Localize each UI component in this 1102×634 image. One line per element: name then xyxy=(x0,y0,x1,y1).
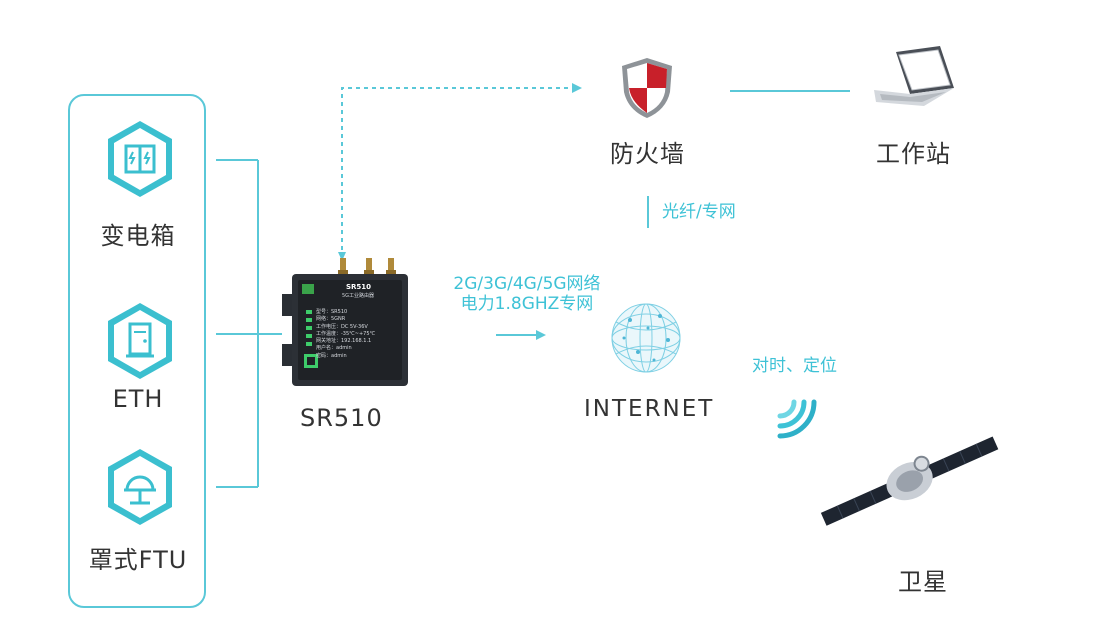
firewall-label: 防火墙 xyxy=(610,140,685,168)
dome-ftu-icon xyxy=(104,446,176,528)
internet-label: INTERNET xyxy=(584,396,715,422)
dotted-arrow-down xyxy=(338,252,346,261)
network-label: 2G/3G/4G/5G网络 电力1.8GHZ专网 xyxy=(432,274,622,314)
firewall-shield-icon xyxy=(620,56,674,120)
globe-icon xyxy=(608,300,684,376)
wireless-signal-icon xyxy=(770,392,822,444)
router-spec-line: 型号：SR510 xyxy=(316,309,348,315)
satellite-label: 卫星 xyxy=(898,568,948,596)
electric-cabinet-icon xyxy=(104,118,176,200)
fiber-label: 光纤/专网 xyxy=(662,202,736,222)
router-panel-subtitle: 5G工业路由器 xyxy=(342,293,375,299)
network-label-line2: 电力1.8GHZ专网 xyxy=(460,294,594,314)
device-label-ftu: 罩式FTU xyxy=(88,546,188,574)
device-label-cabinet: 变电箱 xyxy=(100,222,176,250)
router-spec-line: 工作温度：-35℃~+75℃ xyxy=(316,330,376,337)
timing-label: 对时、定位 xyxy=(752,356,837,376)
satellite-icon xyxy=(812,430,1008,534)
network-label-line1: 2G/3G/4G/5G网络 xyxy=(453,274,601,294)
door-cabinet-icon xyxy=(104,300,176,382)
device-label-eth: ETH xyxy=(112,385,164,413)
laptop-icon xyxy=(870,44,958,114)
workstation-label: 工作站 xyxy=(876,140,951,168)
router-spec-line: 工作电压：DC 5V-36V xyxy=(316,323,368,330)
dotted-link xyxy=(341,87,578,258)
router-panel-specs: 型号：SR510 网络：5GNR 工作电压：DC 5V-36V 工作温度：-35… xyxy=(316,309,406,360)
router-panel-model: SR510 xyxy=(346,283,372,291)
router-spec-line: 用户名：admin xyxy=(316,345,352,352)
router-label: SR510 xyxy=(300,404,383,432)
router-spec-line: 密码：admin xyxy=(316,352,347,359)
network-arrow-head xyxy=(536,330,546,340)
router-image xyxy=(280,254,412,390)
device-panel xyxy=(68,94,206,608)
dotted-arrow-right xyxy=(572,83,582,93)
router-spec-line: 网关地址：192.168.1.1 xyxy=(316,338,372,345)
router-spec-line: 网络：5GNR xyxy=(316,316,346,323)
